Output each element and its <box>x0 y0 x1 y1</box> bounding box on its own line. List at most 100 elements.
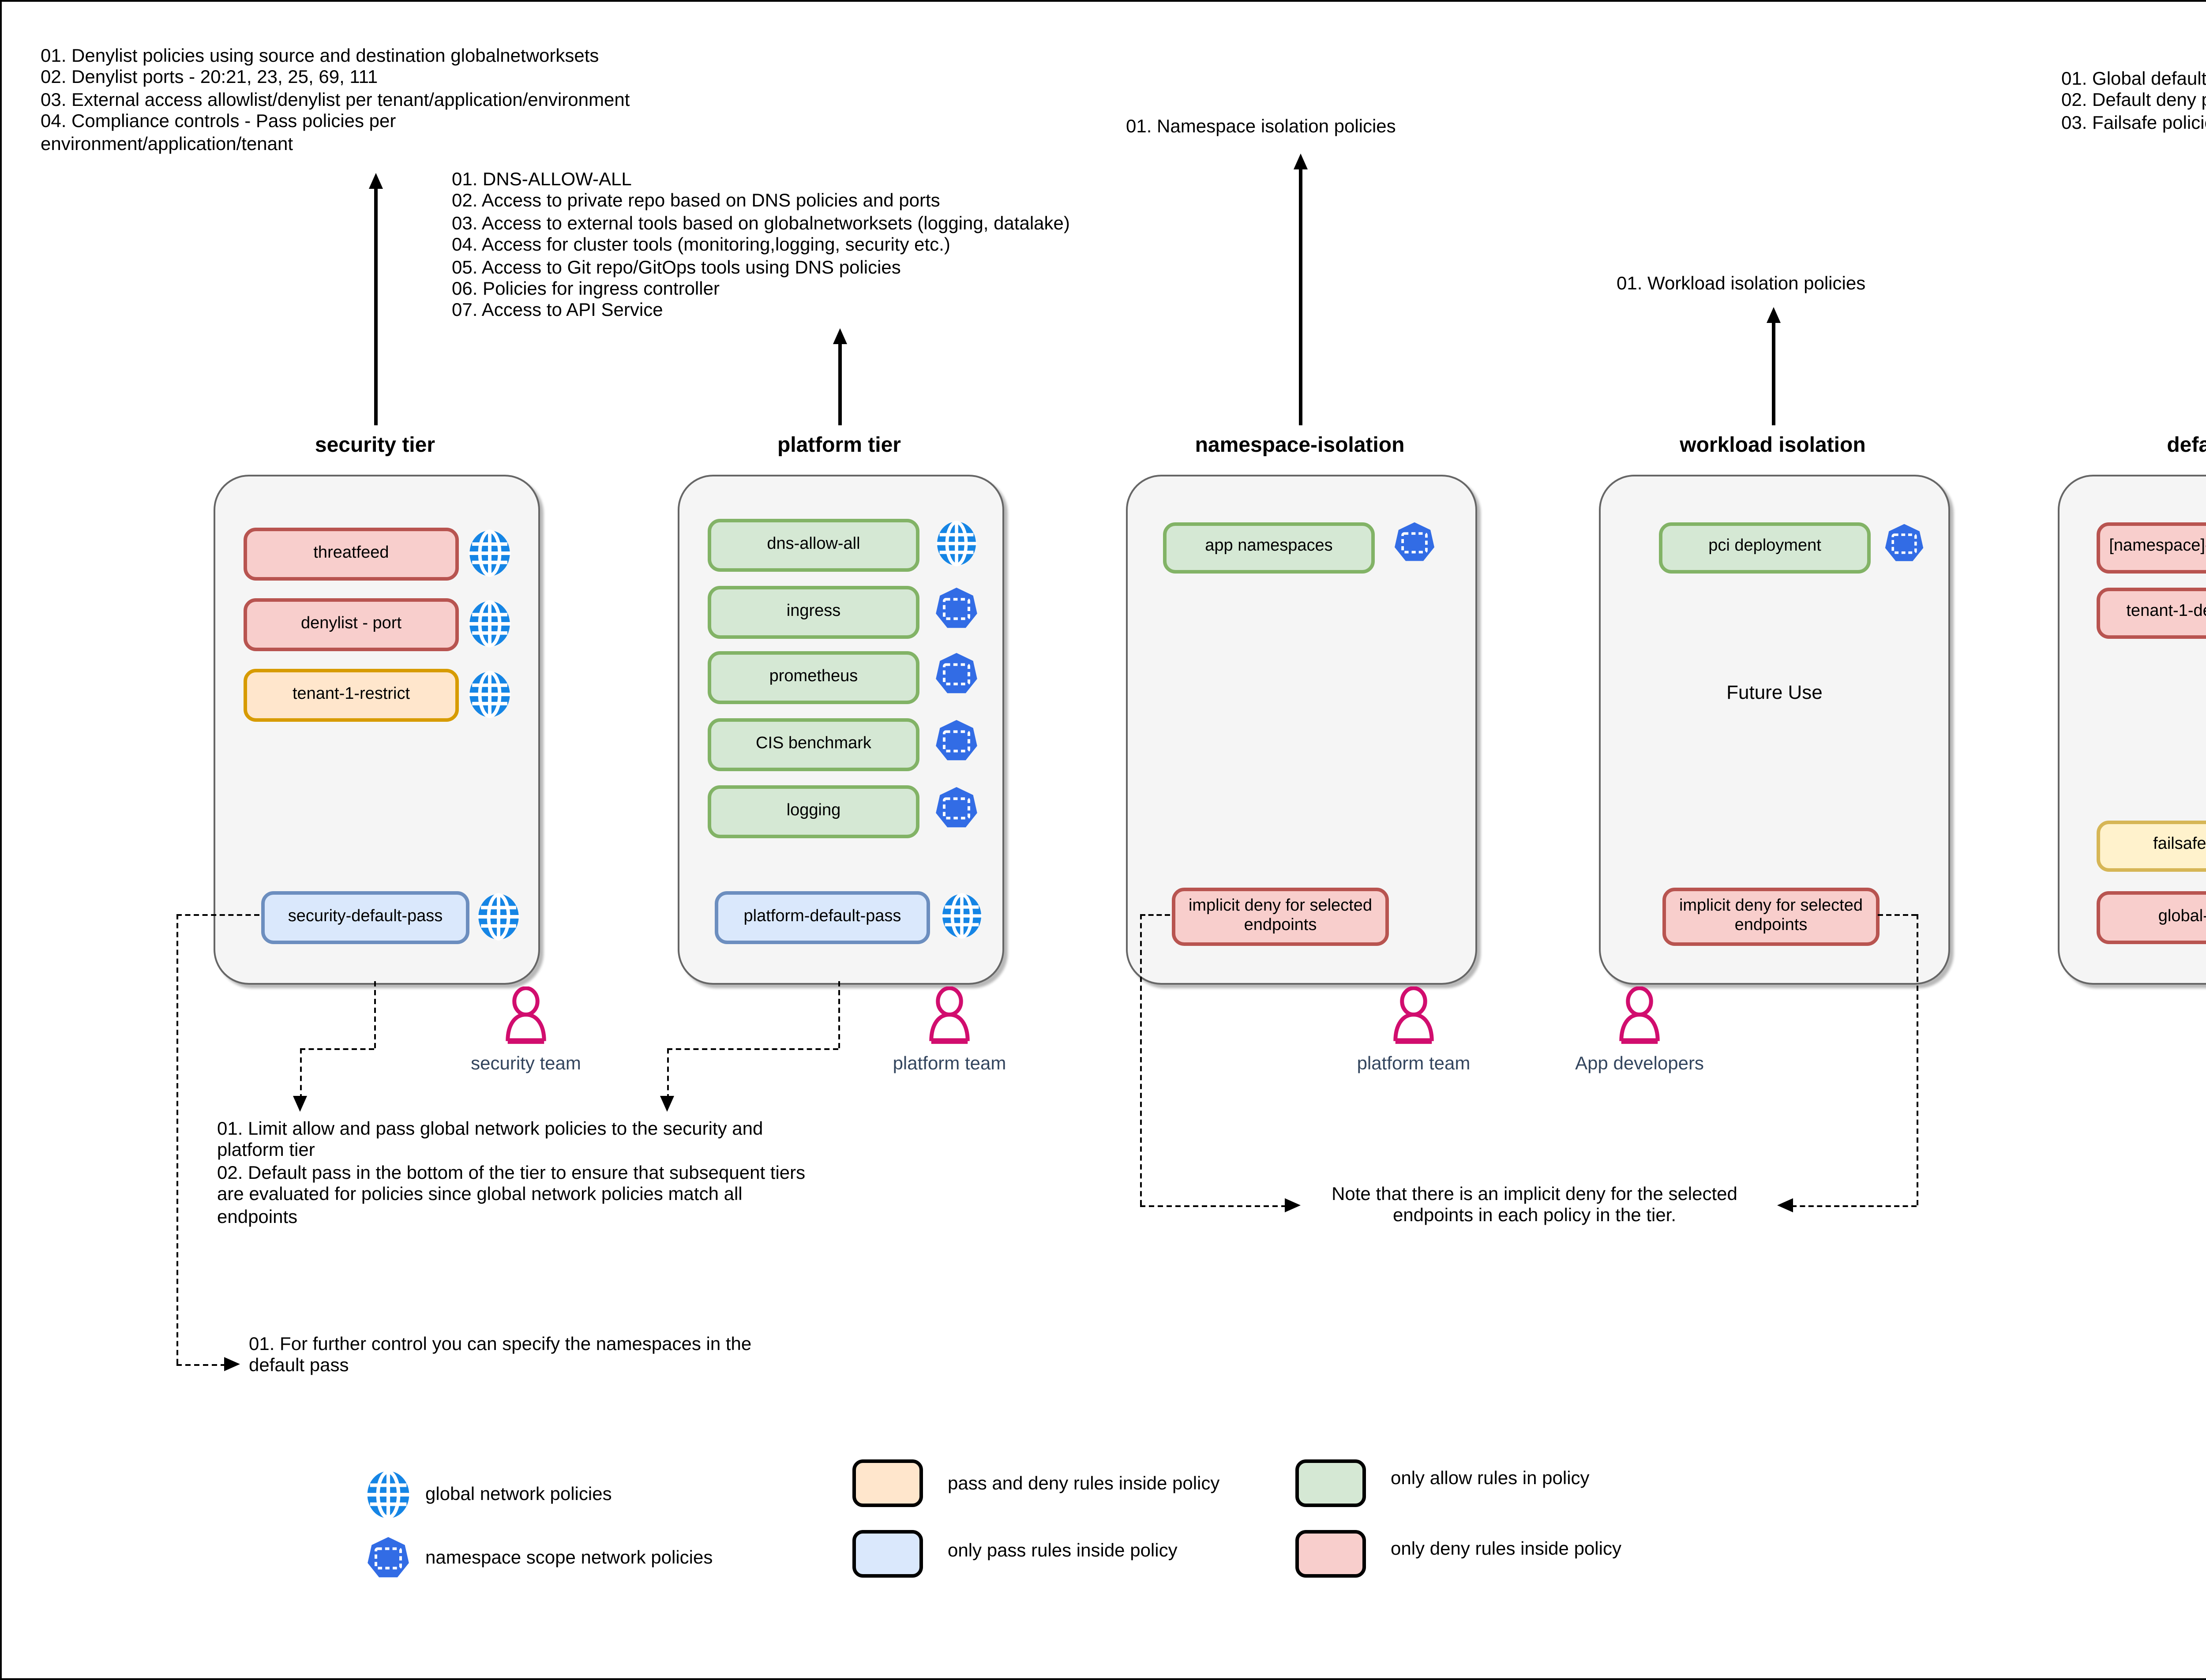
note-line: 05. Access to Git repo/GitOps tools usin… <box>452 257 901 278</box>
workload-tier-note: 01. Workload isolation policies <box>1617 274 1866 295</box>
note-line: 01. Denylist policies using source and d… <box>41 46 599 67</box>
policy-cis-benchmark: CIS benchmark <box>708 718 919 771</box>
policy-tenant-1-default-deny: tenant-1-default-deny <box>2097 588 2206 639</box>
tier-title-workload-isolation: workload isolation <box>1680 432 1866 457</box>
legend-label-global: global network policies <box>425 1484 612 1505</box>
arrow-up <box>832 328 846 344</box>
note-line: 03. External access allowlist/denylist p… <box>41 90 630 111</box>
legend-swatch-blue <box>852 1530 923 1578</box>
dashed-connector <box>1140 914 1142 1205</box>
globe-icon <box>939 893 985 939</box>
dashed-connector <box>176 914 259 916</box>
arrow-up <box>368 173 382 189</box>
team-security-1: security team <box>420 986 632 1075</box>
note-line: 03. Access to external tools based on gl… <box>452 213 1070 234</box>
legend-swatch-red <box>1295 1530 1366 1578</box>
dashed-connector <box>1791 1205 1917 1207</box>
legend-swatch-orange <box>852 1459 923 1507</box>
namespace-icon <box>1392 521 1437 565</box>
arrow-right <box>1285 1197 1301 1211</box>
globe-icon <box>466 671 514 718</box>
person-icon <box>1613 986 1666 1046</box>
dashed-connector <box>1140 1205 1287 1207</box>
policy-dns-allow-all: dns-allow-all <box>708 519 919 572</box>
arrow-line <box>1772 323 1775 425</box>
namespace-tier-note: 01. Namespace isolation policies <box>1126 116 1396 138</box>
tier-title-security: security tier <box>315 432 435 457</box>
policy-ingress: ingress <box>708 586 919 639</box>
tier-title-namespace-isolation: namespace-isolation <box>1195 432 1405 457</box>
arrow-left <box>1777 1197 1793 1211</box>
note-line: 07. Access to API Service <box>452 300 663 322</box>
namespace-icon <box>1883 522 1925 565</box>
policy-namespace-default-deny: [namespace]-default-deny <box>2097 522 2206 574</box>
person-icon <box>1387 986 1440 1046</box>
person-icon <box>499 986 552 1046</box>
note-line: 02. Access to private repo based on DNS … <box>452 191 940 213</box>
legend-swatch-green <box>1295 1459 1366 1507</box>
dashed-connector <box>1878 914 1917 916</box>
team-label: platform team <box>1357 1054 1471 1075</box>
policy-security-default-pass: security-default-pass <box>261 891 469 944</box>
policy-implicit-deny: implicit deny for selected endpoints <box>1662 888 1880 946</box>
note-line: 02. Default pass in the bottom of the ti… <box>217 1162 806 1227</box>
policy-global-deny: global-deny <box>2097 891 2206 944</box>
policy-denylist-port: denylist - port <box>244 598 459 651</box>
tier-title-default: default tier <box>2167 432 2206 457</box>
dashed-connector <box>667 1048 838 1050</box>
arrow-down <box>292 1096 306 1112</box>
dashed-connector <box>176 914 178 1364</box>
policy-threatfeed: threatfeed <box>244 528 459 581</box>
future-use-label: Future Use <box>1726 683 1823 704</box>
note-line: 01. DNS-ALLOW-ALL <box>452 169 632 191</box>
policy-implicit-deny: implicit deny for selected endpoints <box>1172 888 1389 946</box>
tier-default: [namespace]-default-deny tenant-1-defaul… <box>2058 475 2206 985</box>
team-label: security team <box>471 1054 581 1075</box>
default-tier-notes: 01. Global default deny 02. Default deny… <box>2061 69 2206 135</box>
policy-failsafe-allow: failsafe-allow <box>2097 821 2206 872</box>
note-line: 04. Access for cluster tools (monitoring… <box>452 235 950 256</box>
team-label: App developers <box>1575 1054 1704 1075</box>
policy-platform-default-pass: platform-default-pass <box>715 891 930 944</box>
dashed-connector <box>300 1048 374 1050</box>
globe-icon <box>466 529 514 577</box>
globe-icon <box>934 521 979 566</box>
namespace-icon <box>934 651 979 697</box>
security-tier-notes: 01. Denylist policies using source and d… <box>41 46 630 155</box>
tier-title-platform: platform tier <box>777 432 901 457</box>
arrow-up <box>1293 154 1307 169</box>
arrow-line <box>1299 169 1302 425</box>
dashed-connector <box>374 981 376 1048</box>
note-line: 04. Compliance controls - Pass policies … <box>41 111 396 133</box>
dashed-connector <box>667 1048 669 1099</box>
globe-icon <box>475 893 522 941</box>
globe-icon <box>466 600 514 648</box>
legend-label-only-pass: only pass rules inside policy <box>948 1541 1178 1562</box>
note-line: 02. Denylist ports - 20:21, 23, 25, 69, … <box>41 68 378 89</box>
arrow-down <box>659 1096 673 1112</box>
tier-namespace-isolation: app namespaces implicit deny for selecte… <box>1126 475 1477 985</box>
namespace-icon <box>934 718 979 764</box>
legend-label-only-deny: only deny rules inside policy <box>1391 1539 1621 1560</box>
legend-label-only-allow: only allow rules in policy <box>1391 1468 1590 1489</box>
dashed-connector <box>176 1364 226 1366</box>
dashed-connector <box>1917 914 1918 1205</box>
policy-prometheus: prometheus <box>708 651 919 704</box>
note-line: 06. Policies for ingress controller <box>452 278 720 300</box>
limit-pass-note: 01. Limit allow and pass global network … <box>217 1119 821 1228</box>
policy-pci-deployment: pci deployment <box>1659 522 1871 574</box>
implicit-deny-note: Note that there is an implicit deny for … <box>1332 1184 1737 1227</box>
team-platform-2: platform team <box>1308 986 1519 1075</box>
arrow-line <box>374 189 377 425</box>
arrow-up <box>1766 307 1780 323</box>
policy-logging: logging <box>708 785 919 838</box>
tier-platform: dns-allow-all ingress prometheus CIS ben… <box>678 475 1004 985</box>
note-line: 01. Limit allow and pass global network … <box>217 1119 763 1162</box>
dashed-connector <box>838 981 840 1048</box>
note-line: environment/application/tenant <box>41 133 293 154</box>
platform-tier-notes: 01. DNS-ALLOW-ALL 02. Access to private … <box>452 169 1070 322</box>
legend-label-pass-deny: pass and deny rules inside policy <box>948 1474 1220 1495</box>
further-control-note: 01. For further control you can specify … <box>249 1334 752 1377</box>
tier-security: threatfeed denylist - port tenant-1-rest… <box>214 475 540 985</box>
